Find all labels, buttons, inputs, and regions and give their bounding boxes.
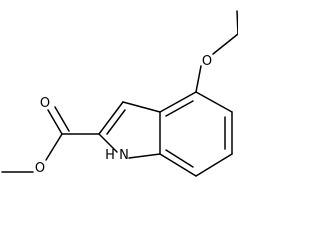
chemical-structure-diagram: O O O N H	[1, 10, 238, 177]
bond-c3-c2	[98, 101, 124, 135]
carbonyl-oxygen-label: O	[40, 96, 50, 111]
bond-c3a-c3	[122, 101, 161, 113]
bond-c3a-c4-inner	[165, 100, 194, 117]
ether-oxygen-label: O	[202, 54, 212, 69]
molecule-drawing: O O O N H	[1, 10, 238, 177]
bond-c4-c5	[195, 91, 233, 113]
ring-nitrogen-hydrogen-label: H	[105, 148, 115, 163]
bond-c6-c7	[195, 153, 233, 177]
bond-n1-c7a	[128, 153, 161, 159]
bond-o-ring	[195, 65, 202, 93]
ester-oxygen-label: O	[35, 161, 45, 176]
bond-ethyl-ch2-o	[212, 33, 238, 55]
bond-c3-c2-inner	[106, 109, 126, 135]
bond-ethyl-terminal	[236, 10, 238, 35]
methyl-ester-group	[1, 106, 100, 173]
bond-c7-c7a-inner	[165, 149, 194, 168]
benzene-ring	[159, 91, 233, 177]
bond-carbonyl-double-a	[47, 109, 63, 135]
bond-c3a-c4	[159, 91, 197, 113]
bond-c7-c7a	[159, 153, 197, 177]
ring-nitrogen-label: N	[119, 148, 129, 163]
bond-carbonyl-double-b	[54, 106, 70, 132]
pyrrole-ring	[98, 101, 161, 159]
bond-carbonyl-ester-o	[45, 133, 63, 161]
ethoxy-group	[195, 10, 238, 93]
bond-c2-n1	[98, 133, 118, 153]
